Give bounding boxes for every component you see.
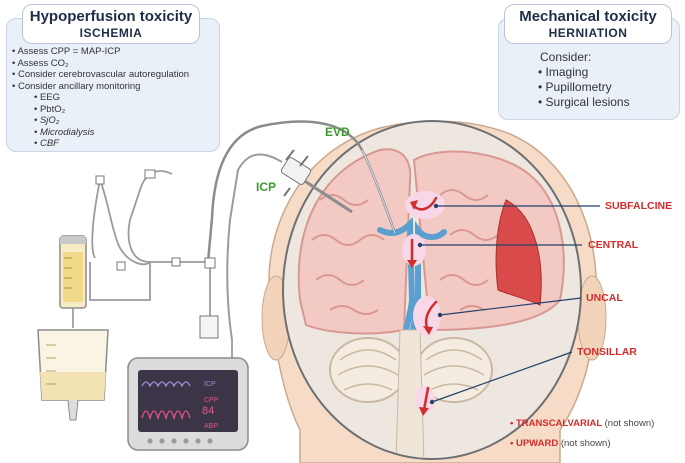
hypoperfusion-subtitle: ISCHEMIA bbox=[79, 26, 143, 40]
central-label: CENTRAL bbox=[588, 239, 639, 251]
subfalcine-site bbox=[405, 191, 445, 219]
monitor-abp: ABP bbox=[204, 423, 218, 430]
central-site bbox=[402, 234, 426, 266]
mechanical-header: Mechanical toxicity HERNIATION bbox=[504, 4, 672, 44]
hypoperfusion-header: Hypoperfusion toxicity ISCHEMIA bbox=[22, 4, 200, 44]
uncal-label: UNCAL bbox=[586, 292, 623, 304]
monitor-cpp-value: 84 bbox=[202, 405, 214, 417]
patient-monitor: ICP CPP 84 ABP bbox=[127, 357, 249, 451]
transcalvarial-note: • TRANSCALVARIAL (not shown) bbox=[510, 418, 655, 429]
icp-waveform bbox=[141, 381, 191, 388]
upward-note: • UPWARD (not shown) bbox=[510, 438, 611, 449]
list-item: • Consider cerebrovascular autoregulatio… bbox=[12, 69, 190, 80]
list-item: • Imaging bbox=[538, 65, 589, 79]
monitor-cpp: CPP bbox=[204, 397, 219, 404]
list-subitem: • Microdialysis bbox=[34, 126, 95, 138]
icp-label: ICP bbox=[256, 180, 276, 194]
uncal-leader bbox=[439, 297, 582, 316]
abp-waveform bbox=[141, 410, 191, 421]
list-subitem: • EEG bbox=[34, 92, 61, 103]
list-subitem: • SjO₂ bbox=[34, 115, 60, 126]
drainage-bag bbox=[37, 329, 109, 421]
hematoma bbox=[495, 199, 542, 306]
hypoperfusion-list: • Assess CPP = MAP-ICP • Assess CO₂ • Co… bbox=[12, 46, 189, 150]
icp-cable bbox=[226, 153, 283, 341]
tonsillar-arrow bbox=[422, 386, 430, 412]
hypoperfusion-title: Hypoperfusion toxicity bbox=[29, 8, 193, 25]
drip-chamber bbox=[59, 235, 87, 328]
monitor-icp: ICP bbox=[204, 381, 216, 388]
subfalcine-label: SUBFALCINE bbox=[605, 200, 672, 212]
list-subitem: • CBF bbox=[34, 138, 59, 149]
list-item: • Pupillometry bbox=[538, 80, 612, 94]
subfalcine-arrow bbox=[412, 196, 438, 211]
icp-probe bbox=[299, 176, 353, 214]
cerebellum-left bbox=[329, 337, 407, 403]
list-item: • Consider ancillary monitoring bbox=[12, 80, 141, 92]
list-item: • Assess CPP = MAP-ICP bbox=[12, 46, 121, 57]
evd-label: EVD bbox=[325, 125, 350, 139]
list-item: • Assess CO₂ bbox=[12, 57, 69, 69]
brainstem bbox=[395, 329, 425, 458]
mechanical-consider: Consider: bbox=[540, 50, 592, 64]
mechanical-list: • Imaging • Pupillometry • Surgical lesi… bbox=[538, 65, 630, 110]
mechanical-subtitle: HERNIATION bbox=[548, 26, 628, 40]
list-item: • Surgical lesions bbox=[538, 95, 630, 109]
tonsillar-leader bbox=[431, 351, 573, 403]
tonsillar-label: TONSILLAR bbox=[577, 346, 637, 358]
icp-connector bbox=[280, 149, 312, 197]
stopcocks bbox=[95, 169, 219, 339]
mechanical-title: Mechanical toxicity bbox=[519, 8, 657, 25]
list-subitem: • PbtO₂ bbox=[34, 103, 66, 115]
